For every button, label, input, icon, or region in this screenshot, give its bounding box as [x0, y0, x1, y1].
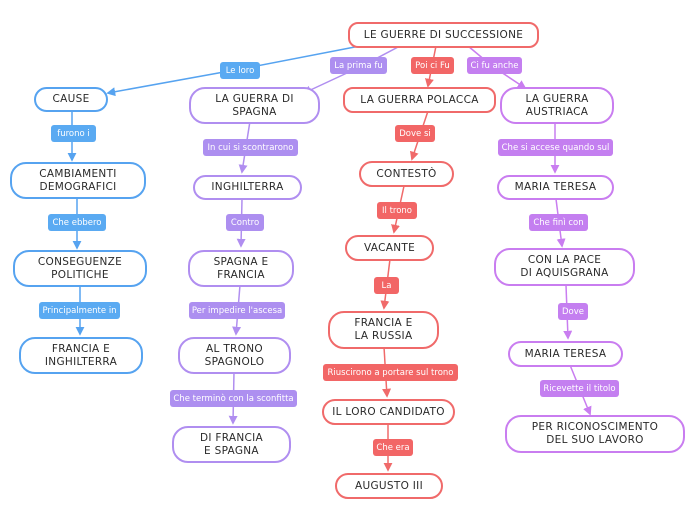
inghilterra-node[interactable]: INGHILTERRA: [193, 175, 302, 200]
link-label: Le loro: [220, 62, 260, 79]
link-label: Che finì con: [529, 214, 588, 231]
pace-aquisgrana-node[interactable]: CON LA PACE DI AQUISGRANA: [494, 248, 635, 286]
link-label: La prima fu: [330, 57, 387, 74]
contesto-node[interactable]: CONTESTÒ: [359, 161, 454, 187]
link-label: Per impedire l'ascesa: [189, 302, 285, 319]
il-loro-candidato-node[interactable]: IL LORO CANDIDATO: [322, 399, 455, 425]
spagna-francia-node[interactable]: SPAGNA E FRANCIA: [188, 250, 294, 287]
link-label: Che ebbero: [48, 214, 106, 231]
link-label: Ci fu anche: [467, 57, 522, 74]
cause-node[interactable]: CAUSE: [34, 87, 108, 112]
augusto-iii-node[interactable]: AUGUSTO III: [335, 473, 443, 499]
guerra-austriaca-node[interactable]: LA GUERRA AUSTRIACA: [500, 87, 614, 124]
link-label: Dove: [558, 303, 588, 320]
link-label: Che era: [373, 439, 413, 456]
link-label: Ricevette il titolo: [540, 380, 619, 397]
al-trono-spagnolo-node[interactable]: AL TRONO SPAGNOLO: [178, 337, 291, 374]
maria-teresa-2-node[interactable]: MARIA TERESA: [508, 341, 623, 367]
riconoscimento-lavoro-node[interactable]: PER RICONOSCIMENTO DEL SUO LAVORO: [505, 415, 685, 453]
link-label: Che si accese quando sul: [498, 139, 613, 156]
francia-inghilterra-node[interactable]: FRANCIA E INGHILTERRA: [19, 337, 143, 374]
link-label: In cui si scontrarono: [203, 139, 298, 156]
guerra-polacca-node[interactable]: LA GUERRA POLACCA: [343, 87, 496, 113]
cambiamenti-demografici-node[interactable]: CAMBIAMENTI DEMOGRAFICI: [10, 162, 146, 199]
link-label: Riuscirono a portare sul trono: [323, 364, 458, 381]
root-node[interactable]: LE GUERRE DI SUCCESSIONE: [348, 22, 539, 48]
di-francia-spagna-node[interactable]: DI FRANCIA E SPAGNA: [172, 426, 291, 463]
link-label: Che terminò con la sconfitta: [170, 390, 297, 407]
conseguenze-politiche-node[interactable]: CONSEGUENZE POLITICHE: [13, 250, 147, 287]
link-label: Il trono: [377, 202, 417, 219]
link-label: furono i: [51, 125, 96, 142]
link-label: La: [374, 277, 399, 294]
guerra-spagna-node[interactable]: LA GUERRA DI SPAGNA: [189, 87, 320, 124]
maria-teresa-node[interactable]: MARIA TERESA: [497, 175, 614, 200]
link-label: Contro: [226, 214, 264, 231]
vacante-node[interactable]: VACANTE: [345, 235, 434, 261]
link-label: Poi ci Fu: [411, 57, 454, 74]
link-label: Dove si: [395, 125, 435, 142]
link-label: Principalmente in: [39, 302, 120, 319]
francia-russia-node[interactable]: FRANCIA E LA RUSSIA: [328, 311, 439, 349]
